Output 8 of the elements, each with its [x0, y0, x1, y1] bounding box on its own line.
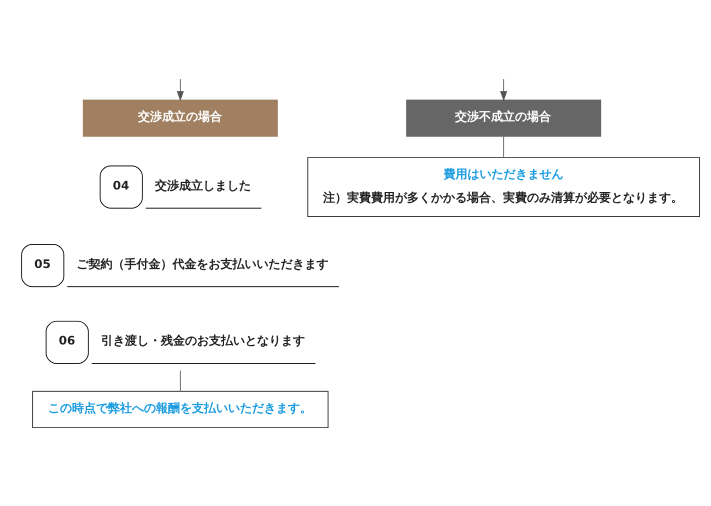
node-box: 交渉成立の場合: [82, 100, 278, 137]
connector: [180, 370, 181, 392]
arrow: [500, 78, 508, 102]
arrow: [176, 78, 184, 102]
node-box: 交渉不成立の場合: [406, 100, 602, 137]
connector: [503, 136, 504, 158]
node-box: この時点で弊社への報酬を支払いいただきます。: [32, 390, 328, 428]
node-box: 費用はいただきません 注）実費費用が多くかかる場合、実費のみ清算が必要となります。: [307, 157, 700, 217]
